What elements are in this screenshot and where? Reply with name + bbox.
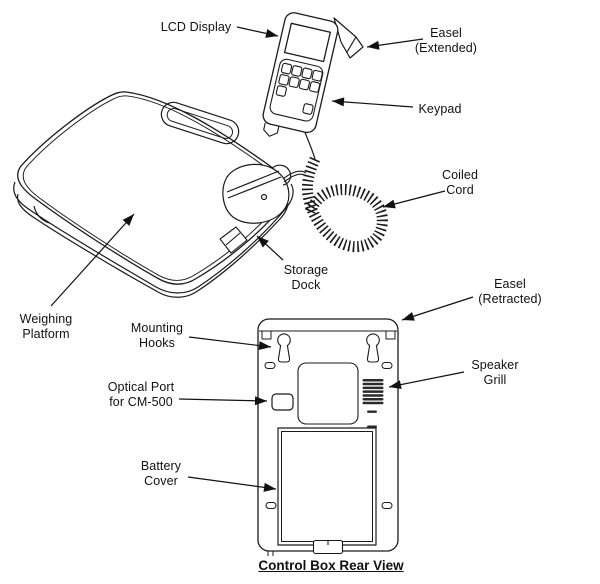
leader-lines: [50, 26, 474, 492]
label-easel-retracted: Easel (Retracted): [478, 277, 542, 306]
grill-dash: [367, 410, 377, 413]
hook-slot-right: [381, 362, 393, 369]
platform-handle: [160, 101, 240, 145]
keypad-button: [298, 78, 311, 91]
label-weighing-platform: Weighing Platform: [19, 312, 73, 341]
platform-side-tab: [219, 226, 248, 254]
platform-top-surface: [17, 91, 290, 285]
grill-dash: [367, 425, 377, 428]
leader-storage-dock: [256, 235, 284, 261]
keypad-button: [309, 81, 321, 93]
dock-screw: [260, 193, 268, 201]
leader-easel-retracted: [401, 296, 474, 321]
diagram-title: Control Box Rear View: [258, 558, 404, 573]
speaker-grill: [362, 379, 384, 428]
lcd-display-screen: [283, 22, 331, 63]
optical-port: [271, 393, 294, 411]
keypad-button: [301, 67, 313, 80]
mounting-hook-left: [277, 333, 291, 363]
label-coiled-cord: Coiled Cord: [441, 168, 479, 197]
grill-bar: [362, 379, 384, 382]
label-easel-extended: Easel (Extended): [414, 26, 478, 55]
label-mounting-hooks: Mounting Hooks: [130, 321, 184, 350]
case-feet-ticks: [267, 551, 274, 556]
easel-extended-flap: [333, 17, 364, 59]
label-speaker-grill: Speaker Grill: [471, 358, 519, 387]
keypad: [269, 58, 324, 122]
cord-coil: [301, 156, 388, 253]
label-plate: [297, 362, 359, 425]
label-keypad: Keypad: [418, 102, 462, 116]
leader-optical-port: [178, 396, 268, 406]
handheld-unit: [262, 12, 339, 137]
keypad-button: [280, 62, 293, 75]
label-lcd-display: LCD Display: [160, 20, 232, 34]
leader-lcd-display: [236, 26, 279, 38]
label-battery-cover: Battery Cover: [140, 459, 182, 488]
side-slot-left: [265, 502, 277, 509]
leader-easel-extended: [366, 38, 424, 50]
side-slot-right: [381, 502, 393, 509]
keypad-button: [278, 74, 290, 86]
mounting-hook-right: [366, 333, 380, 363]
keypad-button: [302, 103, 314, 115]
grill-bar: [362, 386, 384, 390]
grill-bar: [362, 401, 384, 405]
leader-speaker-grill: [388, 371, 465, 390]
easel-clip-right: [385, 330, 396, 340]
unit-bottom-clip: [263, 122, 280, 137]
easel-clip-left: [261, 330, 272, 340]
keypad-button: [291, 65, 303, 77]
keypad-button: [275, 85, 287, 97]
keypad-button: [311, 69, 323, 82]
leader-mounting-hooks: [188, 336, 272, 351]
grill-bar: [362, 398, 384, 401]
grill-bar: [362, 382, 384, 386]
leader-battery-cover: [187, 476, 277, 492]
battery-latch: [312, 539, 344, 555]
grill-bar: [362, 394, 384, 397]
keypad-button: [288, 76, 300, 88]
grill-bar: [362, 390, 384, 393]
label-storage-dock: Storage Dock: [283, 263, 329, 292]
hook-slot-left: [264, 362, 276, 369]
leader-weighing-platform: [50, 213, 135, 307]
control-box-rear-view: [257, 318, 399, 556]
coiled-cord: [282, 129, 388, 253]
platform-base: [13, 181, 294, 298]
leader-coiled-cord: [382, 190, 446, 209]
leader-keypad: [331, 97, 414, 108]
cord-lead: [303, 129, 316, 160]
storage-dock-bracket: [222, 163, 292, 224]
label-optical-port: Optical Port for CM-500: [107, 380, 175, 409]
dock-hook: [271, 164, 292, 186]
